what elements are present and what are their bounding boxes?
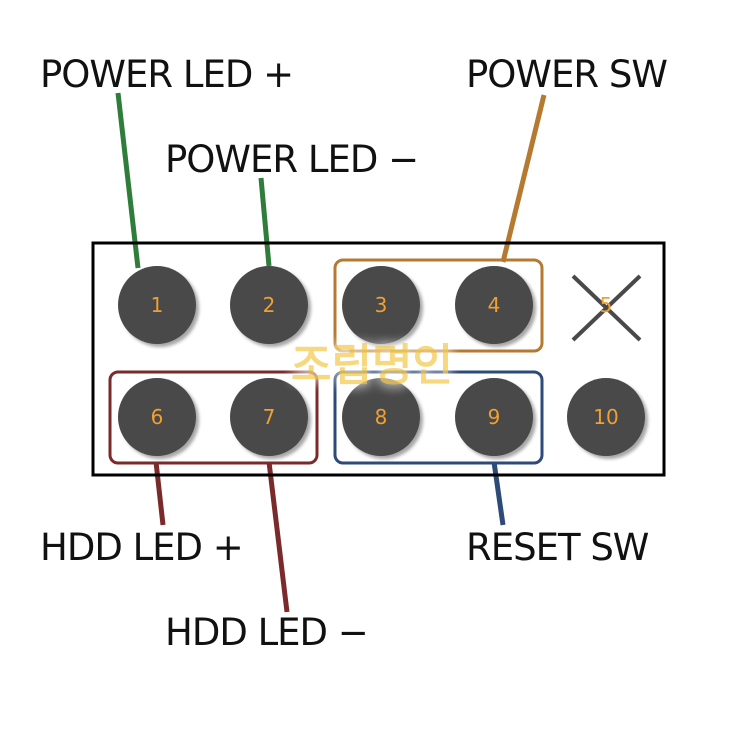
hdd-led-minus-line xyxy=(266,461,290,613)
pin-6-number: 6 xyxy=(151,405,164,429)
pin-9 xyxy=(455,378,533,456)
reset-sw-line xyxy=(491,461,506,526)
pin-6 xyxy=(118,378,196,456)
pin-4 xyxy=(455,266,533,344)
pin-2-number: 2 xyxy=(263,293,276,317)
pin-10 xyxy=(567,378,645,456)
pin-4-number: 4 xyxy=(488,293,501,317)
label-reset-sw: RESET SW xyxy=(466,526,649,569)
pin-10-number: 10 xyxy=(593,405,618,429)
hdd-led-plus-line xyxy=(153,461,166,526)
pin-1 xyxy=(118,266,196,344)
power-led-minus-line xyxy=(258,177,272,267)
pin-7-number: 7 xyxy=(263,405,276,429)
pin-5-number: 5 xyxy=(600,293,613,317)
pin-9-number: 9 xyxy=(488,405,501,429)
power-sw-line xyxy=(500,94,547,263)
reset-sw-group-box xyxy=(333,370,544,465)
label-hdd-led-plus: HDD LED + xyxy=(40,526,243,569)
pin-3 xyxy=(342,266,420,344)
pin-1-number: 1 xyxy=(151,293,164,317)
hdd-led-group-box xyxy=(108,370,319,465)
pin-2 xyxy=(230,266,308,344)
pin-8 xyxy=(342,378,420,456)
pin-7 xyxy=(230,378,308,456)
label-power-sw: POWER SW xyxy=(466,53,667,96)
power-sw-group-box xyxy=(333,258,544,353)
power-led-plus-line xyxy=(115,92,141,269)
label-power-led-minus: POWER LED − xyxy=(165,138,418,181)
label-hdd-led-minus: HDD LED − xyxy=(165,611,368,654)
label-power-led-plus: POWER LED + xyxy=(40,53,293,96)
pin-5-missing-cross-icon xyxy=(571,274,642,342)
pin-3-number: 3 xyxy=(375,293,388,317)
pin-8-number: 8 xyxy=(375,405,388,429)
watermark-logo: 조립명인 xyxy=(291,340,453,391)
header-outline xyxy=(91,241,666,477)
